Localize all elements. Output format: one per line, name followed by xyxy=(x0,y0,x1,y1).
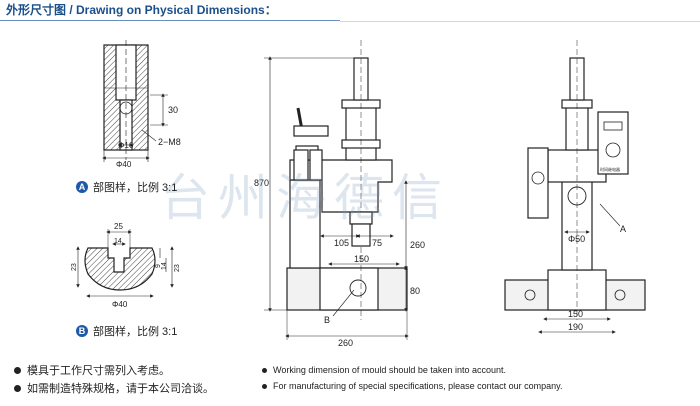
bullet-icon xyxy=(14,366,21,374)
front-dim-bore: Φ50 xyxy=(568,234,585,244)
caption-b-text: 部图样，比例 3:1 xyxy=(93,326,178,338)
side-label-b: B xyxy=(324,315,330,325)
caption-a: A 部图样，比例 3:1 xyxy=(76,179,177,195)
note-en-2-text: For manufacturing of special specificati… xyxy=(273,381,563,391)
front-dim-190: 190 xyxy=(568,322,583,332)
detail-b-dim-left: 23 xyxy=(71,263,78,271)
detail-b-dim-right2: 14 xyxy=(161,262,168,270)
detail-a-dim-thread: 2−M8 xyxy=(158,137,181,147)
caption-a-text: 部图样，比例 3:1 xyxy=(93,182,178,194)
detail-a-hole xyxy=(119,101,133,115)
watermark: 台州海德信 xyxy=(160,169,450,227)
note-cn-2: 如需制造特殊规格，请于本公司洽谈。 xyxy=(14,380,214,396)
front-label-a: A xyxy=(620,224,626,234)
note-cn-1: 模具于工作尺寸需列入考虑。 xyxy=(14,362,170,378)
detail-b xyxy=(76,229,174,298)
caption-a-badge: A xyxy=(76,181,88,193)
detail-b-dim-outer: Φ40 xyxy=(112,300,128,309)
note-en-1: Working dimension of mould should be tak… xyxy=(262,365,506,375)
note-en-1-text: Working dimension of mould should be tak… xyxy=(273,365,506,375)
detail-a xyxy=(102,40,168,162)
note-cn-1-text: 模具于工作尺寸需列入考虑。 xyxy=(27,365,170,377)
detail-a-dim-outer: Φ40 xyxy=(116,160,132,169)
side-dim-260-v: 260 xyxy=(410,240,425,250)
front-view xyxy=(504,40,646,334)
side-column xyxy=(289,179,321,269)
header-rule-right xyxy=(340,21,700,22)
front-dim-150: 150 xyxy=(568,309,583,319)
detail-b-dim-right1: 9 xyxy=(155,264,162,268)
bullet-icon xyxy=(262,383,267,389)
header-rule xyxy=(0,20,340,21)
detail-b-dim-top: 25 xyxy=(114,222,123,231)
side-dim-75: 75 xyxy=(372,238,382,248)
side-view xyxy=(264,40,409,340)
bullet-icon xyxy=(14,384,21,392)
side-dim-80: 80 xyxy=(410,286,420,296)
caption-b: B 部图样，比例 3:1 xyxy=(76,323,177,339)
side-dim-105: 105 xyxy=(334,238,349,248)
side-dim-260-h: 260 xyxy=(338,338,353,348)
detail-b-body xyxy=(84,247,156,291)
detail-a-dim-bore: Φ16 xyxy=(118,141,134,150)
detail-b-dim-slot: 14 xyxy=(114,238,122,245)
note-cn-2-text: 如需制造特殊规格，请于本公司洽谈。 xyxy=(27,383,214,395)
caption-b-badge: B xyxy=(76,325,88,337)
bullet-icon xyxy=(262,367,267,373)
side-dim-150: 150 xyxy=(354,254,369,264)
detail-b-dim-right3: 23 xyxy=(174,264,181,272)
side-dim-height: 870 xyxy=(254,178,269,188)
detail-a-dim-height: 30 xyxy=(168,105,178,115)
section-header: 外形尺寸图 / Drawing on Physical Dimensions： xyxy=(0,0,340,21)
section-title: 外形尺寸图 / Drawing on Physical Dimensions： xyxy=(6,2,277,17)
note-en-2: For manufacturing of special specificati… xyxy=(262,381,562,391)
front-controller-label: 时间继电器 xyxy=(600,166,620,172)
